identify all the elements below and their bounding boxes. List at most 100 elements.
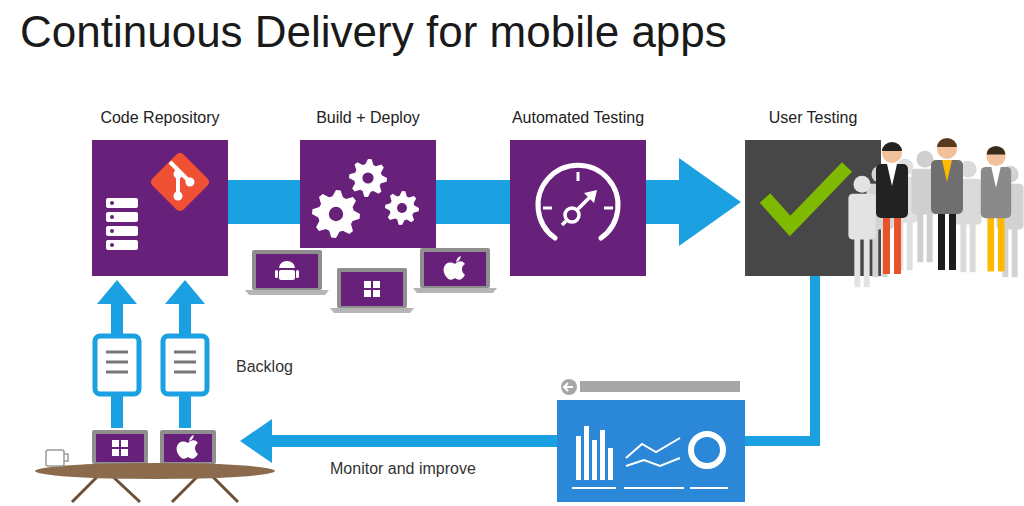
person-part: [882, 143, 902, 163]
laptop-part: [413, 288, 497, 293]
server-icon-part: [110, 229, 114, 233]
process-box: Build + Deploy: [300, 108, 436, 248]
backlog-documents-part: [163, 336, 207, 394]
gauge-icon-part: [584, 190, 597, 203]
person-part: [854, 235, 860, 288]
dashboard-part: [561, 379, 577, 395]
git-logo-part: [186, 178, 195, 187]
git-logo: [149, 151, 211, 213]
dashboard-part: [580, 381, 740, 392]
laptop-part: [444, 261, 465, 279]
dashboard-part: [576, 436, 581, 480]
person-part: [887, 164, 897, 186]
backlog-documents-part: [106, 371, 128, 374]
person-part: [937, 139, 957, 159]
box-fill: [510, 140, 646, 276]
server-icon-part: [106, 212, 138, 222]
laptop-part: [364, 290, 371, 297]
server-icon: [106, 198, 138, 250]
laptop-part: [160, 430, 216, 464]
box-heading: Build + Deploy: [316, 108, 420, 128]
backlog-arrows-part: [165, 280, 205, 304]
process-box: Automated Testing: [510, 108, 646, 276]
person-part: [987, 213, 994, 272]
person-part: [998, 213, 1005, 272]
person-part: [938, 208, 945, 270]
person: [931, 138, 963, 270]
box-heading: Automated Testing: [512, 108, 644, 128]
person-part: [987, 146, 1006, 155]
laptop-part: [92, 430, 148, 464]
laptop-part: [424, 252, 486, 286]
flow-label: Backlog: [236, 357, 293, 377]
laptop-part: [364, 281, 371, 288]
laptop-part: [341, 272, 403, 306]
people: [848, 138, 1023, 287]
dashboard-part: [584, 426, 589, 480]
laptop-part: [112, 449, 119, 456]
laptop-part: [189, 435, 194, 441]
person-part: [854, 176, 871, 193]
person-part: [848, 194, 875, 240]
box-frame: [745, 140, 881, 276]
gauge-icon: [538, 165, 618, 238]
person-part: [987, 147, 1006, 166]
dashboard-part: [691, 434, 723, 466]
person-part: [927, 210, 933, 263]
person-part: [864, 235, 870, 288]
desk-part: [72, 474, 100, 502]
laptop-part: [112, 440, 119, 447]
person-part: [931, 160, 963, 214]
gauge-icon-part: [604, 207, 613, 210]
box-heading: Code Repository: [100, 108, 219, 128]
server-icon-part: [110, 201, 114, 205]
laptop-part: [373, 281, 380, 288]
backlog-arrows-part: [97, 280, 137, 304]
laptop-part: [279, 270, 295, 280]
person-part: [960, 220, 966, 273]
person-part: [894, 212, 901, 274]
dashboard-part: [592, 440, 597, 480]
gauge-icon-part: [543, 207, 552, 210]
box-heading: User Testing: [769, 108, 858, 128]
flow-label: Monitor and improve: [330, 459, 476, 479]
person-part: [907, 218, 913, 271]
laptop-part: [456, 256, 461, 262]
backlog-documents-part: [174, 351, 196, 354]
dashboard-part: [624, 487, 684, 489]
flow-arrow: [646, 158, 741, 246]
check-mark: [765, 167, 847, 226]
laptop-part: [337, 268, 407, 308]
desk-part: [64, 454, 68, 461]
person-part: [917, 210, 923, 263]
person: [876, 142, 908, 274]
laptop: [245, 250, 329, 295]
dashboard-part: [626, 438, 680, 458]
laptop-part: [275, 270, 278, 278]
monitor-arrow-part: [240, 419, 272, 463]
gears-icon: [312, 159, 419, 238]
dashboard-part: [626, 458, 680, 466]
git-logo-part: [149, 151, 211, 213]
backlog-documents: [95, 336, 207, 394]
laptop-part: [121, 440, 128, 447]
box-fill: [745, 140, 881, 276]
laptop-part: [177, 440, 198, 458]
person-part: [970, 220, 976, 273]
person-part: [882, 142, 902, 151]
laptop: [413, 248, 497, 293]
box-fill: [92, 140, 228, 276]
monitor-arrow-part: [268, 435, 557, 447]
flow-arrow: [228, 180, 300, 224]
feedback-line: [745, 276, 815, 441]
git-logo-part: [174, 192, 183, 201]
backlog-documents-part: [106, 351, 128, 354]
backlog-documents-part: [174, 371, 196, 374]
laptop-part: [330, 308, 414, 313]
backlog-documents-part: [95, 336, 139, 394]
server-icon-part: [106, 198, 138, 208]
laptop-part: [252, 250, 322, 290]
